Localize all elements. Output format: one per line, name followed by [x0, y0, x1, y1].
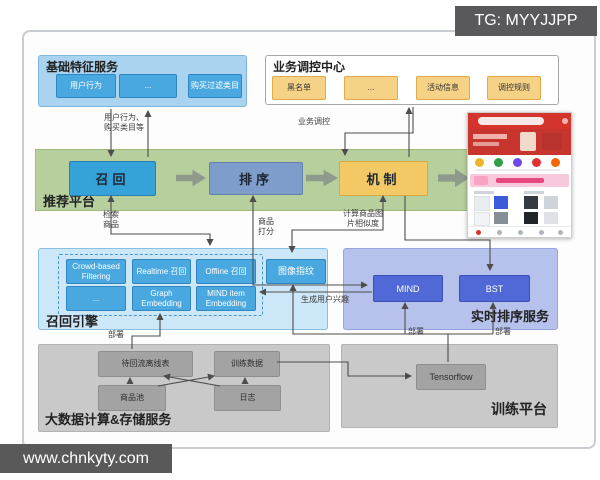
model-mind: MIND	[373, 275, 443, 302]
feature-service-title: 基础特征服务	[46, 60, 119, 74]
method-mind-item-embedding: MIND item Embedding	[196, 286, 256, 311]
app-grid-label-1	[474, 191, 494, 194]
tg-badge: TG: MYYJJPP	[455, 6, 597, 36]
label-score: 商品 打分	[258, 217, 274, 237]
app-nav-home	[476, 230, 481, 235]
realtime-rank-title: 实时排序服务	[470, 309, 549, 324]
label-user-behavior-line1: 用户行为、	[104, 113, 144, 122]
biz-item-ellipsis: ...	[344, 76, 398, 100]
label-retrieve-line2: 商品	[103, 220, 119, 229]
flow-arrow-2	[306, 169, 338, 187]
label-score-line2: 打分	[258, 227, 274, 236]
label-retrieve: 检索 商品	[103, 210, 119, 230]
watermark: www.chnkyty.com	[0, 444, 172, 473]
app-screenshot	[467, 112, 572, 238]
label-retrieve-line1: 检索	[103, 210, 119, 219]
label-deploy-bst: 部署	[495, 327, 511, 336]
feature-item-user-behavior: 用户行为	[56, 74, 116, 98]
app-product-3	[524, 196, 538, 209]
label-deploy-left: 部署	[108, 330, 124, 339]
recall-engine-title: 召回引擎	[46, 314, 99, 329]
method-ellipsis: ...	[66, 286, 126, 311]
app-nav-4	[539, 230, 544, 235]
app-banner-product2	[542, 133, 562, 150]
box-offline-table: 待回流离线表	[98, 351, 193, 377]
label-image-similarity-line1: 计算商品图	[343, 209, 383, 218]
app-bottom-nav	[468, 226, 571, 237]
stage-rank: 排序	[209, 162, 303, 195]
label-score-line1: 商品	[258, 217, 274, 226]
method-crowd-filtering: Crowd-based Filtering	[66, 259, 126, 284]
training-title: 训练平台	[491, 401, 547, 417]
app-cat-icon-5	[551, 158, 560, 167]
app-product-grid	[468, 189, 571, 226]
app-product-7	[524, 212, 538, 224]
app-pink-banner-text	[496, 178, 544, 183]
label-biz-control: 业务调控	[298, 117, 330, 126]
biz-control-panel: 业务调控中心 黑名单 ... 活动信息 调控规则	[265, 55, 559, 105]
flow-arrow-1	[176, 169, 206, 187]
feature-item-purchase-filter: 购买过滤类目	[188, 74, 242, 98]
app-banner-text-bar	[473, 134, 507, 139]
app-nav-2	[497, 230, 502, 235]
image-fingerprint-box: 图像指纹	[266, 259, 326, 284]
app-product-4	[544, 196, 558, 209]
feature-service-panel: 基础特征服务 用户行为 ... 购买过滤类目	[38, 55, 247, 107]
app-header	[468, 113, 571, 129]
label-image-similarity-line2: 片相似度	[347, 219, 379, 228]
app-cat-icon-2	[494, 158, 503, 167]
app-header-icon	[562, 118, 568, 124]
stage-recall: 召回	[69, 161, 156, 196]
label-gen-interest: 生成用户兴趣	[301, 295, 349, 304]
training-panel: Tensorflow 训练平台	[341, 344, 558, 428]
label-user-behavior-line2: 购买类目等	[104, 123, 144, 132]
bigdata-title: 大数据计算&存储服务	[45, 412, 172, 427]
app-cat-icon-3	[513, 158, 522, 167]
biz-item-control-rules: 调控规则	[487, 76, 541, 100]
app-product-1	[474, 196, 490, 211]
app-pink-banner-figure	[474, 176, 488, 185]
box-tensorflow: Tensorflow	[416, 364, 486, 390]
app-product-8	[544, 212, 558, 224]
biz-item-activity-info: 活动信息	[416, 76, 470, 100]
app-promo-banner	[468, 129, 571, 155]
model-bst: BST	[459, 275, 530, 302]
realtime-rank-panel: MIND BST 实时排序服务	[343, 248, 558, 330]
platform-band: 推荐平台 召回 排序 机制	[35, 149, 472, 211]
app-cat-icon-1	[475, 158, 484, 167]
label-image-similarity: 计算商品图 片相似度	[332, 209, 394, 229]
biz-item-blacklist: 黑名单	[272, 76, 326, 100]
app-banner-text-bar2	[473, 142, 499, 146]
method-realtime-recall: Realtime 召回	[132, 259, 191, 284]
method-offline-recall: Offline 召回	[196, 259, 256, 284]
box-product-pool: 商品池	[98, 385, 166, 411]
app-product-2	[494, 196, 508, 209]
biz-control-title: 业务调控中心	[273, 60, 346, 74]
app-product-5	[474, 212, 490, 226]
app-cat-labels	[475, 169, 560, 171]
box-logs: 日志	[214, 385, 281, 411]
app-search-bar	[478, 117, 544, 125]
stage-mechanism: 机制	[339, 161, 428, 196]
flow-arrow-3	[438, 168, 469, 188]
label-user-behavior: 用户行为、 购买类目等	[104, 113, 144, 133]
app-pink-banner	[470, 174, 569, 187]
app-banner-product	[520, 132, 536, 151]
label-deploy-mind: 部署	[408, 327, 424, 336]
app-nav-3	[518, 230, 523, 235]
app-product-6	[494, 212, 508, 224]
app-category-icons	[468, 155, 571, 173]
feature-item-ellipsis: ...	[119, 74, 177, 98]
recall-engine-panel: Crowd-based Filtering Realtime 召回 Offlin…	[38, 248, 328, 330]
app-nav-5	[558, 230, 563, 235]
app-grid-label-2	[524, 191, 544, 194]
box-training-data: 训练数据	[214, 351, 280, 377]
bigdata-panel: 待回流离线表 训练数据 商品池 日志 大数据计算&存储服务	[38, 344, 330, 432]
method-graph-embedding: Graph Embedding	[132, 286, 191, 311]
platform-title: 推荐平台	[43, 194, 96, 209]
app-cat-icon-4	[532, 158, 541, 167]
